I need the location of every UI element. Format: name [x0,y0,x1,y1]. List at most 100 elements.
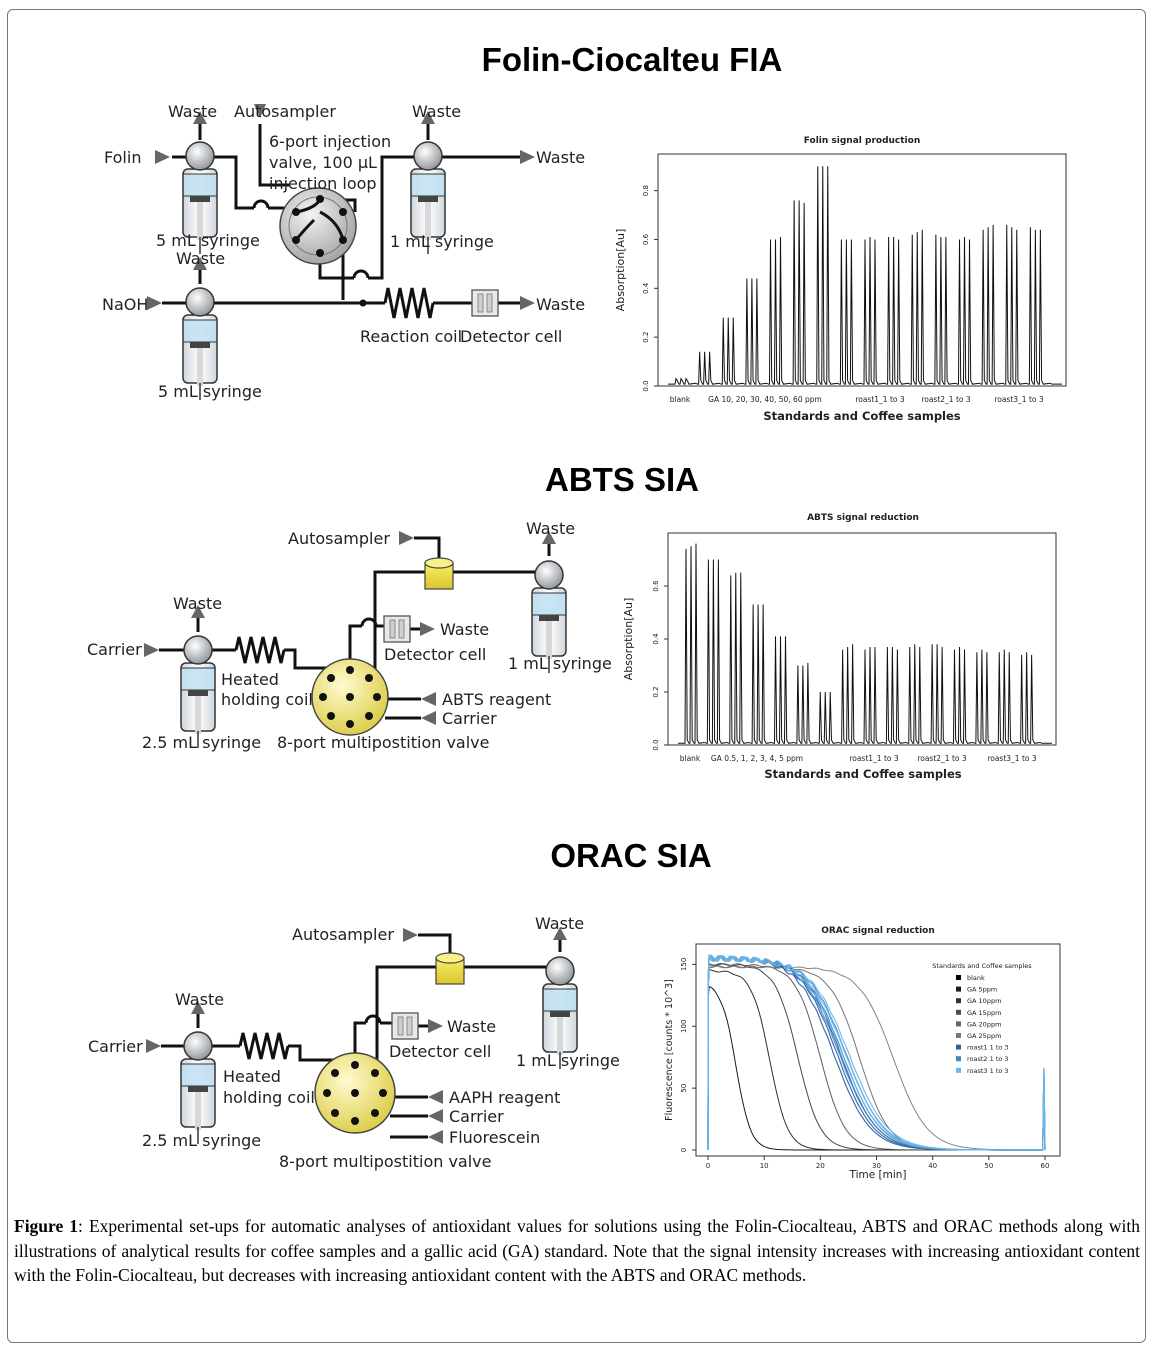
folin-waste-out-bottom-label: Waste [536,295,585,314]
orac-legend-label: GA 20ppm [967,1020,1001,1028]
abts-heated-label-1: Heated [221,670,279,689]
figure: Folin-Ciocalteu FIA ABTS SIA ORAC SIA [87,41,1067,1181]
folin-detector-cell-label: Detector cell [460,327,562,346]
folin-syringe-5ml-bottom-label: 5 mL syringe [158,382,262,401]
folin-xtick-label: roast3_1 to 3 [994,395,1044,404]
folin-waste-mid-label: Waste [176,249,225,268]
orac-section-title: ORAC SIA [550,837,711,874]
folin-chart-ylabel: Absorption[Au] [614,229,627,312]
orac-waste-detector-label: Waste [447,1017,496,1036]
orac-legend-label: blank [967,974,985,982]
folin-chart-plot-box [657,153,1067,387]
folin-valve-label-1: 6-port injection [269,132,391,151]
abts-xtick-label: blank [680,754,701,763]
orac-legend-swatch [956,1021,961,1027]
abts-carrier-port-label: Carrier [442,709,497,728]
caption-text: : Experimental set-ups for automatic ana… [14,1216,1140,1285]
abts-waste-top-label: Waste [526,519,575,538]
folin-reaction-coil-label: Reaction coil [360,327,462,346]
abts-valve-label: 8-port multipostition valve [277,733,490,752]
folin-xtick-label: roast1_1 to 3 [855,395,905,404]
folin-section-title: Folin-Ciocalteu FIA [482,41,783,78]
orac-ytick-label: 0 [680,1148,688,1152]
abts-chart-title: ABTS signal reduction [807,513,919,523]
orac-xtick-label: 30 [872,1162,881,1170]
orac-ytick-label: 100 [680,1020,688,1033]
abts-xtick-label: roast2_1 to 3 [917,754,967,763]
orac-legend-label: GA 5ppm [967,986,997,994]
abts-ytick-label: 0.2 [652,686,660,697]
abts-waste-detector-label: Waste [440,620,489,639]
orac-legend-label: roast1 1 to 3 [967,1044,1009,1052]
folin-valve-label-2: valve, 100 µL [269,153,377,172]
orac-syringe-25-label: 2.5 mL syringe [142,1131,261,1150]
folin-ytick-label: 0.6 [642,233,650,245]
folin-xtick-label: GA 10, 20, 30, 40, 50, 60 ppm [708,395,822,404]
orac-chart-ylabel: Fluorescence [counts * 10^3] [664,979,675,1121]
orac-xtick-label: 0 [706,1162,710,1170]
orac-reagent-label: AAPH reagent [449,1088,560,1107]
abts-xtick-label: GA 0.5, 1, 2, 3, 4, 5 ppm [711,754,803,763]
abts-ytick-label: 0.4 [652,633,660,645]
abts-carrier-in-label: Carrier [87,640,142,659]
orac-chart-xlabel: Time [min] [848,1169,906,1181]
folin-xtick-label: blank [670,395,691,404]
caption-label: Figure 1 [14,1216,79,1236]
orac-xtick-label: 50 [984,1162,993,1170]
orac-legend-label: GA 10ppm [967,997,1001,1005]
orac-setup-diagram: Autosampler Waste Waste Carrier Heated h… [88,914,620,1171]
orac-waste-top-label: Waste [535,914,584,933]
abts-ytick-label: 0.6 [652,580,660,592]
orac-ytick-label: 150 [680,958,688,971]
orac-legend-swatch [956,998,961,1004]
folin-ytick-label: 0.0 [642,380,650,391]
orac-waste-left-label: Waste [175,990,224,1009]
orac-legend-swatch [956,1009,961,1015]
folin-autosampler-label: Autosampler [234,102,336,121]
abts-xtick-label: roast1_1 to 3 [849,754,899,763]
abts-chart-xlabel: Standards and Coffee samples [764,767,961,781]
orac-valve-label: 8-port multipostition valve [279,1152,492,1171]
orac-legend-label: roast2 1 to 3 [967,1055,1009,1063]
abts-ytick-label: 0.0 [652,739,660,750]
abts-setup-diagram: Autosampler Waste Waste Carrier Heated h… [87,519,612,752]
abts-autosampler-label: Autosampler [288,529,390,548]
orac-legend-swatch [956,975,961,980]
abts-reagent-label: ABTS reagent [442,690,551,709]
folin-waste-right-label: Waste [412,102,461,121]
abts-heated-label-2: holding coil [221,690,313,709]
abts-xtick-label: roast3_1 to 3 [987,754,1037,763]
orac-legend-swatch [956,986,961,992]
orac-legend-swatch [956,1056,961,1062]
folin-reagent-label: Folin [104,148,141,167]
orac-fluorescein-label: Fluorescein [449,1128,540,1147]
orac-xtick-label: 60 [1041,1162,1050,1170]
folin-ytick-label: 0.2 [642,332,650,343]
orac-heated-label-2: holding coil [223,1088,315,1107]
orac-chart-plot-box [695,943,1061,1157]
orac-legend-label: roast3 1 to 3 [967,1067,1009,1075]
orac-chart-title: ORAC signal reduction [821,926,935,936]
abts-syringe-1ml-label: 1 mL syringe [508,654,612,673]
folin-ytick-label: 0.8 [642,185,650,196]
orac-series-curve [707,953,1046,1151]
orac-legend-swatch [956,1067,961,1073]
orac-legend-label: GA 15ppm [967,1009,1001,1017]
orac-syringe-1ml-label: 1 mL syringe [516,1051,620,1070]
folin-chart-xlabel: Standards and Coffee samples [763,409,960,423]
orac-series-curve [707,953,1046,1151]
folin-syringe-5ml-top-label: 5 mL syringe [156,231,260,250]
folin-signal-trace [668,166,1062,385]
orac-heated-label-1: Heated [223,1067,281,1086]
orac-carrier-port-label: Carrier [449,1107,504,1126]
abts-detector-cell-label: Detector cell [384,645,486,664]
folin-waste-left-label: Waste [168,102,217,121]
figure-caption: Figure 1: Experimental set-ups for autom… [14,1214,1140,1288]
folin-waste-out-top-label: Waste [536,148,585,167]
orac-xtick-label: 20 [816,1162,825,1170]
orac-series-curve [707,954,1046,1151]
orac-autosampler-label: Autosampler [292,925,394,944]
orac-legend-swatch [956,1033,961,1038]
